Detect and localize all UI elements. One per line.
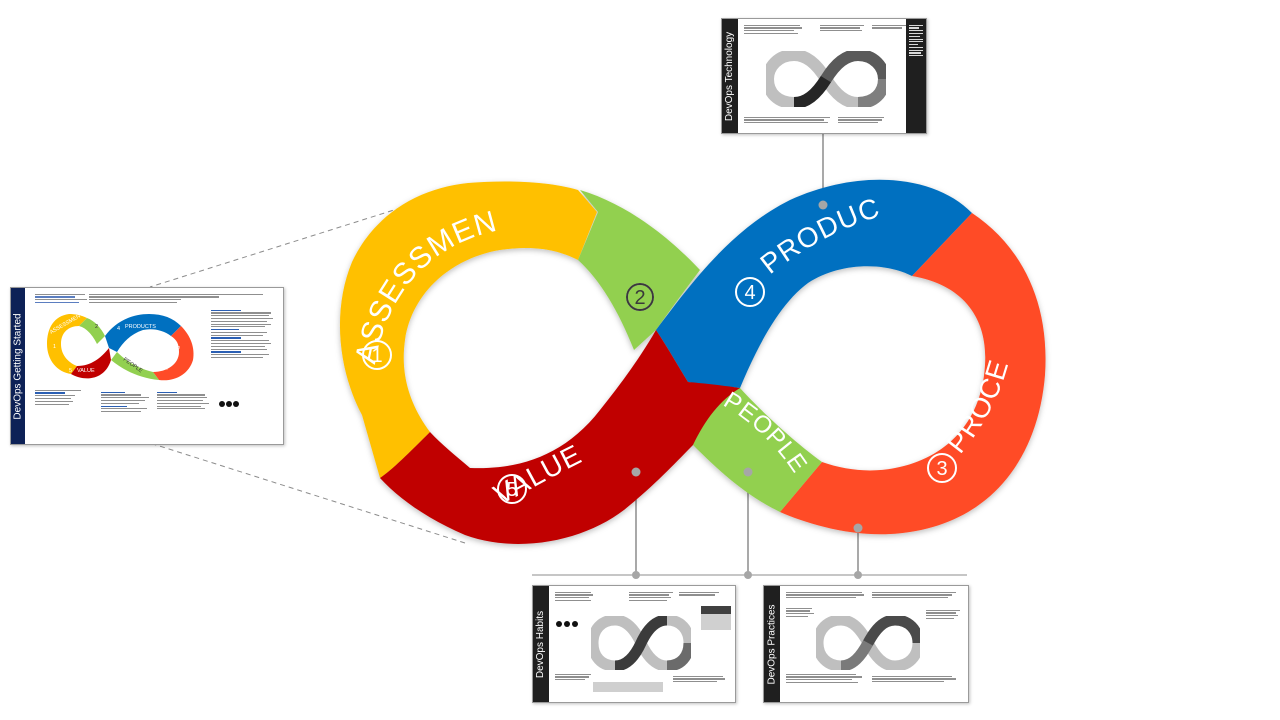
number-4: 4 (744, 282, 755, 304)
connector-dot-process (853, 523, 863, 533)
mini-number-4: 4 (117, 326, 120, 332)
mini-number-3: 3 (165, 358, 168, 364)
mini-infinity-diagram: ASSESSMENT PRODUCTS VALUE PROCESS PEOPLE… (47, 311, 194, 381)
card-practices-text-c (786, 606, 816, 619)
card-technology-text-a (744, 23, 804, 36)
card-getting-started-title: DevOps Getting Started (12, 312, 24, 420)
card-technology[interactable]: DevOps Technology (721, 18, 927, 134)
number-circle-3 (927, 453, 957, 483)
connector-dot-products (818, 200, 828, 210)
number-circle-5 (497, 474, 527, 504)
card-habits-sidebar: DevOps Habits (533, 586, 549, 702)
practices-gray-infinity (816, 616, 920, 670)
card-technology-sidebar: DevOps Technology (722, 19, 738, 133)
card-technology-text-c (872, 23, 918, 30)
card-habits-text-c (679, 590, 725, 597)
card-getting-started-text-g (157, 390, 217, 411)
mini-number-1: 1 (53, 344, 56, 350)
card-getting-started-text-d (211, 308, 277, 360)
mini-label-products: PRODUCTS (125, 324, 156, 330)
card-practices-text-e (786, 672, 866, 685)
card-practices-text-f (872, 674, 962, 684)
card-practices-text-b (872, 590, 962, 600)
card-habits-text-e (673, 674, 729, 684)
card-getting-started-text-e (35, 388, 85, 406)
segment-value (380, 330, 740, 544)
card-habits-image (701, 606, 731, 630)
number-3: 3 (936, 458, 947, 480)
card-practices-text-a (786, 590, 866, 600)
card-practices[interactable]: DevOps Practices (763, 585, 969, 703)
card-technology-right-panel (906, 19, 926, 133)
card-technology-text-d (744, 115, 834, 125)
card-habits-text-b (629, 590, 675, 603)
mini-number-2: 2 (95, 324, 98, 330)
zoom-line-bottom (149, 442, 466, 544)
connector-dot-value (631, 467, 641, 477)
number-1: 1 (371, 345, 382, 367)
segment-people (693, 388, 822, 512)
card-habits-text-d (555, 672, 595, 682)
number-circle-1 (362, 340, 392, 370)
segment-assessment (339, 181, 597, 478)
connector-dot-practices-b (854, 571, 862, 579)
number-circle-2-outline (626, 283, 654, 311)
technology-gray-infinity (766, 51, 886, 107)
number-circle-4 (735, 277, 765, 307)
card-getting-started-sidebar: DevOps Getting Started (11, 288, 25, 444)
card-practices-text-d (926, 608, 964, 621)
connector-dot-habits (632, 571, 640, 579)
card-habits-title: DevOps Habits (535, 610, 547, 678)
segment-process (780, 213, 1046, 535)
card-habits-timeline (593, 682, 663, 692)
card-technology-text-e (838, 115, 888, 125)
connector-dot-people (743, 467, 753, 477)
card-getting-started-text-a (35, 292, 95, 305)
card-practices-sidebar: DevOps Practices (764, 586, 780, 702)
card-getting-started-people-icons (219, 396, 239, 414)
card-getting-started[interactable]: DevOps Getting Started ASSESSMENT PRODUC… (10, 287, 284, 445)
connector-dot-practices-a (744, 571, 752, 579)
card-getting-started-text-b (89, 292, 189, 305)
number-5: 5 (506, 479, 517, 501)
card-practices-title: DevOps Practices (766, 603, 778, 685)
card-technology-text-b (820, 23, 866, 33)
card-habits[interactable]: DevOps Habits (532, 585, 736, 703)
card-getting-started-text-f (101, 390, 161, 414)
number-2: 2 (634, 287, 645, 309)
segment-green-2 (578, 190, 700, 350)
mini-number-5: 5 (69, 368, 72, 374)
segment-products (656, 179, 972, 388)
card-habits-dots (555, 616, 585, 634)
card-getting-started-text-c (179, 292, 269, 299)
mini-label-value: VALUE (77, 368, 95, 374)
card-technology-title: DevOps Technology (724, 31, 736, 121)
card-habits-text-a (555, 590, 595, 603)
habits-gray-infinity (591, 616, 691, 670)
